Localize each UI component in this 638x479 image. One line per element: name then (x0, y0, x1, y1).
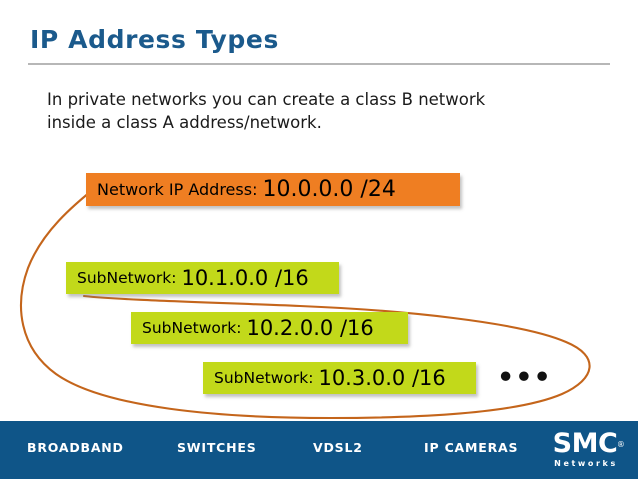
footer-item-switches: SWITCHES (177, 440, 257, 455)
subnetwork-box-1: SubNetwork: 10.1.0.0 /16 (66, 262, 339, 294)
ellipsis-indicator: ••• (497, 362, 552, 393)
body-text: In private networks you can create a cla… (47, 88, 587, 134)
subnetwork-value: 10.1.0.0 /16 (181, 266, 309, 290)
logo-main-text: SMC (552, 428, 618, 459)
subnetwork-label: SubNetwork: (214, 369, 314, 387)
subnetwork-value: 10.2.0.0 /16 (246, 316, 374, 340)
smc-networks-logo: SMC® Networks (546, 428, 625, 473)
footer-item-ip-cameras: IP CAMERAS (424, 440, 519, 455)
registered-trademark-icon: ® (616, 440, 625, 449)
footer-bar: BROADBAND SWITCHES VDSL2 IP CAMERAS SMC®… (0, 421, 638, 479)
network-address-value: 10.0.0.0 /24 (262, 177, 396, 202)
subnetwork-box-2: SubNetwork: 10.2.0.0 /16 (131, 312, 408, 344)
body-text-line: inside a class A address/network. (47, 113, 322, 132)
subnetwork-label: SubNetwork: (142, 319, 242, 337)
subnetwork-value: 10.3.0.0 /16 (318, 366, 446, 390)
subnetwork-label: SubNetwork: (77, 269, 177, 287)
network-address-box: Network IP Address: 10.0.0.0 /24 (86, 173, 460, 206)
network-address-label: Network IP Address: (97, 180, 258, 199)
footer-item-vdsl2: VDSL2 (313, 440, 363, 455)
subnetwork-box-3: SubNetwork: 10.3.0.0 /16 (203, 362, 476, 394)
logo-wordmark: SMC® (552, 428, 625, 459)
title-divider (28, 63, 610, 65)
body-text-line: In private networks you can create a cla… (47, 90, 486, 109)
footer-item-broadband: BROADBAND (27, 440, 124, 455)
logo-subtext: Networks (554, 459, 618, 468)
page-title: IP Address Types (30, 25, 279, 54)
